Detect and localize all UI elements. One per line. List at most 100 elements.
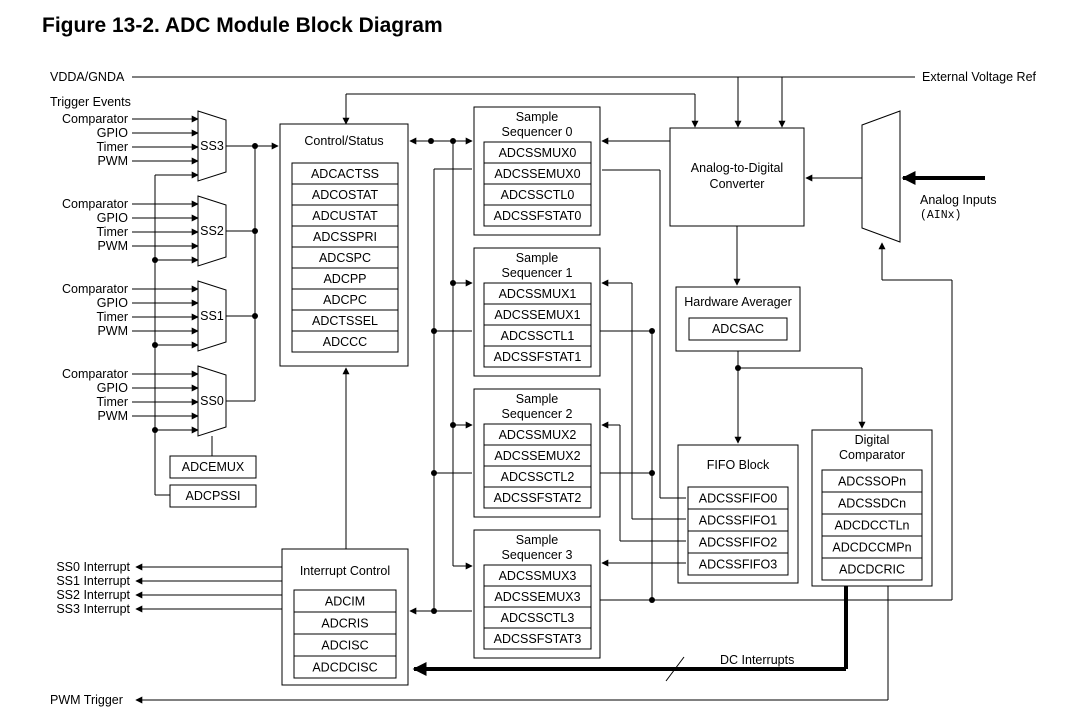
analog-input-mux [861, 110, 901, 243]
ss1-trigger-timer: Timer [97, 310, 128, 324]
sequencer-3-register-adcssfstat3 [483, 627, 592, 650]
control-status-register-label: ADCOSTAT [312, 188, 379, 202]
mux-ss3-label: SS3 [200, 139, 224, 153]
digital-comparator-register-label: ADCDCCTLn [834, 519, 909, 533]
sequencer-2-register-label: ADCSSEMUX2 [494, 449, 580, 463]
ss1-trigger-comparator: Comparator [62, 282, 128, 296]
digital-comparator-register-label: ADCSSDCn [838, 497, 906, 511]
mux-ss0: SS0 Comparator GPIO Timer PWM [62, 365, 227, 437]
sequencer-2-register-label: ADCSSMUX2 [499, 428, 577, 442]
fifo-register-label: ADCSSFIFO0 [699, 492, 778, 506]
trigger-events-label: Trigger Events [50, 95, 131, 109]
external-ref-label: External Voltage Ref [922, 70, 1036, 84]
fifo-register-label: ADCSSFIFO2 [699, 536, 778, 550]
ss2-trigger-gpio: GPIO [97, 211, 129, 225]
sequencer-2-register-label: ADCSSCTL2 [501, 470, 575, 484]
hw-avg-title: Hardware Averager [684, 295, 791, 309]
interrupt-control-register-label: ADCISC [321, 639, 368, 653]
sequencer-1-register-label: ADCSSFSTAT1 [494, 350, 582, 364]
fifo-register-adcssfifo3 [687, 552, 789, 576]
sequencer-0-register-label: ADCSSFSTAT0 [494, 209, 582, 223]
ss0-trigger-pwm: PWM [97, 409, 128, 423]
control-status-register-adccc [291, 330, 399, 353]
seq1-title-1: Sample [516, 251, 558, 265]
figure-title: Figure 13-2. ADC Module Block Diagram [42, 14, 443, 37]
ss3-trigger-gpio: GPIO [97, 126, 129, 140]
sequencer-0-register-label: ADCSSEMUX0 [494, 167, 580, 181]
sequencer-1-register-label: ADCSSCTL1 [501, 329, 575, 343]
digital-comparator-register-adcdcric [821, 557, 923, 581]
fifo-block: FIFO Block ADCSSFIFO0ADCSSFIFO1ADCSSFIFO… [677, 444, 799, 584]
control-status-register-label: ADCSPC [319, 251, 371, 265]
sequencer-1-register-adcssfstat1 [483, 345, 592, 368]
interrupt-control-title: Interrupt Control [300, 564, 390, 578]
seq2-title-2: Sequencer 2 [502, 407, 573, 421]
sequencer-3-register-label: ADCSSFSTAT3 [494, 632, 582, 646]
ss0-trigger-comparator: Comparator [62, 367, 128, 381]
ss3-interrupt-label: SS3 Interrupt [56, 602, 130, 616]
sequencer-2-register-adcssfstat2 [483, 486, 592, 509]
control-status-register-label: ADCPP [323, 272, 366, 286]
adc-converter-block: Analog-to-Digital Converter [669, 127, 805, 227]
mux-ss3: SS3 Comparator GPIO Timer PWM [62, 110, 227, 182]
digital-comparator-block: Digital Comparator ADCSSOPnADCSSDCnADCDC… [811, 429, 933, 587]
control-status-register-label: ADCSSPRI [313, 230, 377, 244]
interrupt-control-register-label: ADCRIS [321, 617, 368, 631]
ss2-trigger-timer: Timer [97, 225, 128, 239]
adcsac-register [688, 317, 788, 341]
sample-sequencer-2: Sample Sequencer 2 ADCSSMUX2ADCSSEMUX2AD… [473, 388, 601, 518]
ss3-trigger-comparator: Comparator [62, 112, 128, 126]
sequencer-3-register-label: ADCSSEMUX3 [494, 590, 580, 604]
adcemux-register: ADCEMUX [169, 455, 257, 479]
fifo-register-label: ADCSSFIFO3 [699, 558, 778, 572]
sequencer-3-register-label: ADCSSMUX3 [499, 569, 577, 583]
fifo-title: FIFO Block [707, 458, 770, 472]
digital-comparator-register-label: ADCDCCMPn [832, 541, 911, 555]
seq0-title-2: Sequencer 0 [502, 125, 573, 139]
mux-ss0-label: SS0 [200, 394, 224, 408]
adcemux-label: ADCEMUX [182, 460, 245, 474]
interrupt-control-block: Interrupt Control ADCIMADCRISADCISCADCDC… [281, 548, 409, 686]
ss0-interrupt-label: SS0 Interrupt [56, 560, 130, 574]
dc-title-1: Digital [855, 433, 890, 447]
ainx-label: (AINx) [920, 209, 961, 222]
mux-ss2: SS2 Comparator GPIO Timer PWM [62, 195, 227, 267]
ss2-interrupt-label: SS2 Interrupt [56, 588, 130, 602]
sample-sequencer-0: Sample Sequencer 0 ADCSSMUX0ADCSSEMUX0AD… [473, 106, 601, 236]
sample-sequencer-1: Sample Sequencer 1 ADCSSMUX1ADCSSEMUX1AD… [473, 247, 601, 377]
ss0-trigger-gpio: GPIO [97, 381, 129, 395]
digital-comparator-register-label: ADCDCRIC [839, 563, 905, 577]
analog-inputs-label: Analog Inputs [920, 193, 996, 207]
control-status-register-label: ADCUSTAT [312, 209, 378, 223]
seq3-title-1: Sample [516, 533, 558, 547]
ss3-trigger-pwm: PWM [97, 154, 128, 168]
sequencer-0-register-label: ADCSSCTL0 [501, 188, 575, 202]
sequencer-1-register-label: ADCSSMUX1 [499, 287, 577, 301]
seq1-title-2: Sequencer 1 [502, 266, 573, 280]
dc-title-2: Comparator [839, 448, 905, 462]
hardware-averager-block: Hardware Averager ADCSAC [675, 286, 801, 352]
control-status-block: Control/Status ADCACTSSADCOSTATADCUSTATA… [279, 123, 409, 367]
adcsac-label: ADCSAC [712, 322, 764, 336]
seq2-title-1: Sample [516, 392, 558, 406]
ss1-interrupt-label: SS1 Interrupt [56, 574, 130, 588]
digital-comparator-register-label: ADCSSOPn [838, 475, 906, 489]
adc-title-1: Analog-to-Digital [691, 161, 783, 175]
vdda-label: VDDA/GNDA [50, 70, 125, 84]
dc-interrupts-label: DC Interrupts [720, 653, 794, 667]
adcpssi-register: ADCPSSI [169, 484, 257, 508]
adcpssi-label: ADCPSSI [186, 489, 241, 503]
mux-ss2-label: SS2 [200, 224, 224, 238]
interrupt-control-register-adcdcisc [293, 655, 397, 679]
seq0-title-1: Sample [516, 110, 558, 124]
interrupt-control-register-label: ADCDCISC [312, 661, 377, 675]
sequencer-2-register-label: ADCSSFSTAT2 [494, 491, 582, 505]
seq3-title-2: Sequencer 3 [502, 548, 573, 562]
ss0-trigger-timer: Timer [97, 395, 128, 409]
ss3-trigger-timer: Timer [97, 140, 128, 154]
ss2-trigger-pwm: PWM [97, 239, 128, 253]
sequencer-0-register-adcssfstat0 [483, 204, 592, 227]
mux-ss1-label: SS1 [200, 309, 224, 323]
sequencer-1-register-label: ADCSSEMUX1 [494, 308, 580, 322]
